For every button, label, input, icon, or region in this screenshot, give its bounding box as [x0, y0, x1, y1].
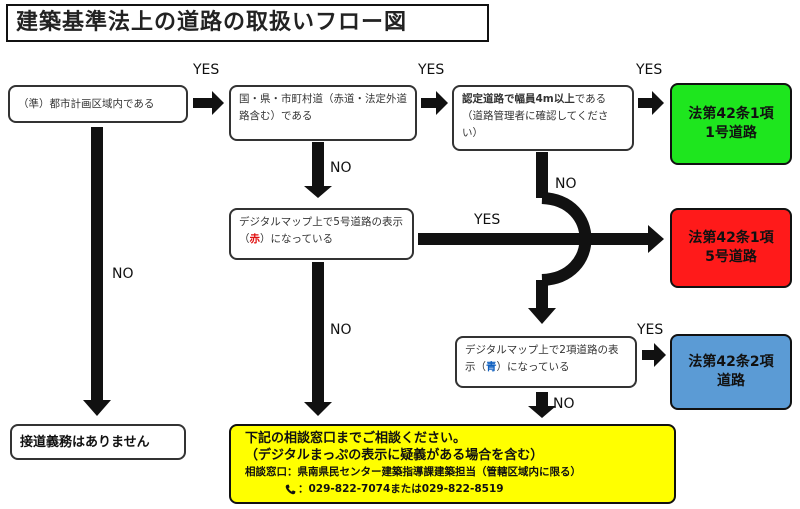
no-label-5: NO [553, 396, 575, 412]
consult-line2: （デジタルまっぷの表示に疑義がある場合を含む） [245, 448, 544, 463]
result-1go-line1: 法第42条1項 [688, 106, 774, 122]
map2-text-post: ）になっている [496, 361, 570, 373]
yes-label-1: YES [193, 62, 220, 78]
map2-color-blue: 青 [486, 361, 497, 373]
certified-bold-text: 認定道路で幅員4m以上 [462, 93, 575, 105]
box-certified-road: 認定道路で幅員4m以上である（道路管理者に確認してください） [452, 85, 634, 151]
result-5go: 法第42条1項 5号道路 [670, 208, 792, 288]
arrow-down-3 [528, 392, 556, 418]
map5-text-post: ）になっている [260, 233, 333, 245]
result-5go-line2: 5号道路 [705, 249, 757, 265]
box-no-obligation: 接道義務はありません [10, 424, 186, 460]
box-urban-area: （準）都市計画区域内である [8, 85, 188, 123]
result-5go-line1: 法第42条1項 [688, 230, 774, 246]
arrow-right-1 [193, 91, 224, 115]
box-map-2kou: デジタルマップ上で2項道路の表示（青）になっている [455, 336, 637, 388]
yes-label-4: YES [474, 212, 501, 228]
result-2kou-line2: 道路 [717, 373, 745, 389]
consult-phone-numbers: ：029-822-7074または029-822-8519 [298, 483, 504, 495]
yes-label-3: YES [636, 62, 663, 78]
arrow-down-1 [304, 142, 332, 198]
consult-line3: 相談窓口：県南県民センター建築指導課建築担当（管轄区域内に限る） [245, 466, 581, 478]
box-map-5go: デジタルマップ上で5号道路の表示（赤）になっている [229, 208, 414, 260]
arrow-down-long [83, 127, 111, 416]
arrow-right-3 [638, 91, 664, 115]
box-public-road: 国・県・市町村道（赤道・法定外道路含む）である [229, 85, 417, 141]
yes-label-5: YES [637, 322, 664, 338]
certified-rest-text: である（道路管理者に確認してください） [462, 93, 609, 139]
no-label-1: NO [330, 160, 352, 176]
no-label-4: NO [330, 322, 352, 338]
map5-color-red: 赤 [249, 233, 261, 245]
result-2kou: 法第42条2項 道路 [670, 334, 792, 410]
no-label-3: NO [112, 266, 134, 282]
arrow-right-yes [418, 225, 664, 253]
result-2kou-line1: 法第42条2項 [688, 354, 774, 370]
no-label-2: NO [555, 176, 577, 192]
result-1go-line2: 1号道路 [705, 125, 757, 141]
arrow-right-2 [421, 91, 448, 115]
page-title: 建築基準法上の道路の取扱いフロー図 [6, 4, 489, 42]
phone-icon [285, 484, 296, 495]
yes-label-2: YES [418, 62, 445, 78]
map5-text-pre: デジタルマップ上で5号道路の表示（ [239, 216, 403, 245]
map2-text-pre: デジタルマップ上で2項道路の表示（ [465, 344, 619, 373]
consult-phone-row: ：029-822-7074または029-822-8519 [245, 481, 660, 498]
result-1go: 法第42条1項 1号道路 [670, 83, 792, 165]
jump-over-arc [541, 192, 592, 286]
arrow-down-2 [304, 262, 332, 416]
consult-line1: 下記の相談窓口までご相談ください。 [245, 431, 467, 446]
arrow-right-4 [642, 343, 666, 367]
consult-box: 下記の相談窓口までご相談ください。 （デジタルまっぷの表示に疑義がある場合を含む… [229, 424, 676, 504]
